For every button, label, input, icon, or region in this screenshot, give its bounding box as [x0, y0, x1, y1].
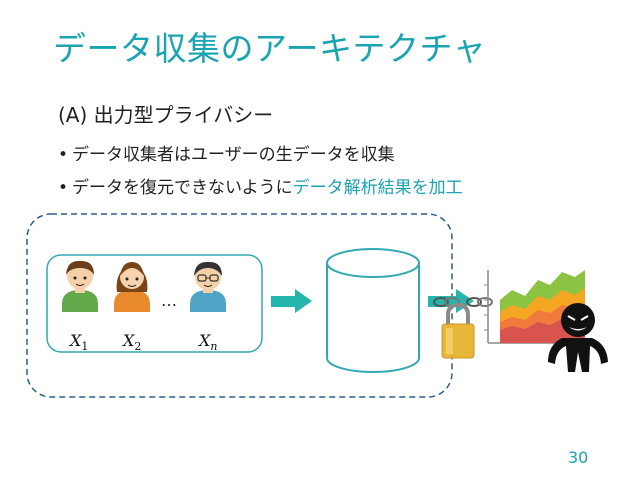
bullet-marker: • [58, 178, 69, 198]
user-label-1: X1 [70, 331, 89, 354]
bullet-marker: • [58, 145, 69, 165]
bullet-text: データ収集者はユーザーの生データを収集 [72, 145, 395, 165]
slide-title: データ収集のアーキテクチャ [53, 29, 487, 68]
bullet-item-2: •データを復元できないようにデータ解析結果を加工 [58, 173, 463, 198]
user-label-2: X2 [123, 331, 142, 354]
bullet-text: データを復元できないように [72, 178, 293, 198]
user-avatar-2 [114, 262, 150, 312]
slide-subtitle: (A) 出力型プライバシー [58, 103, 274, 127]
user-avatar-1 [62, 260, 98, 312]
users-ellipsis: … [161, 291, 177, 310]
attacker-icon [548, 303, 608, 372]
database-icon [326, 248, 420, 373]
bullet-item-1: •データ収集者はユーザーの生データを収集 [58, 140, 395, 165]
user-avatar-n [190, 261, 226, 312]
user-label-n: Xn [199, 331, 218, 354]
page-number: 30 [568, 448, 589, 467]
bullet-highlight: データ解析結果を加工 [292, 178, 463, 198]
chain-lock-icon [433, 297, 493, 359]
arrow-to-database [271, 289, 312, 313]
